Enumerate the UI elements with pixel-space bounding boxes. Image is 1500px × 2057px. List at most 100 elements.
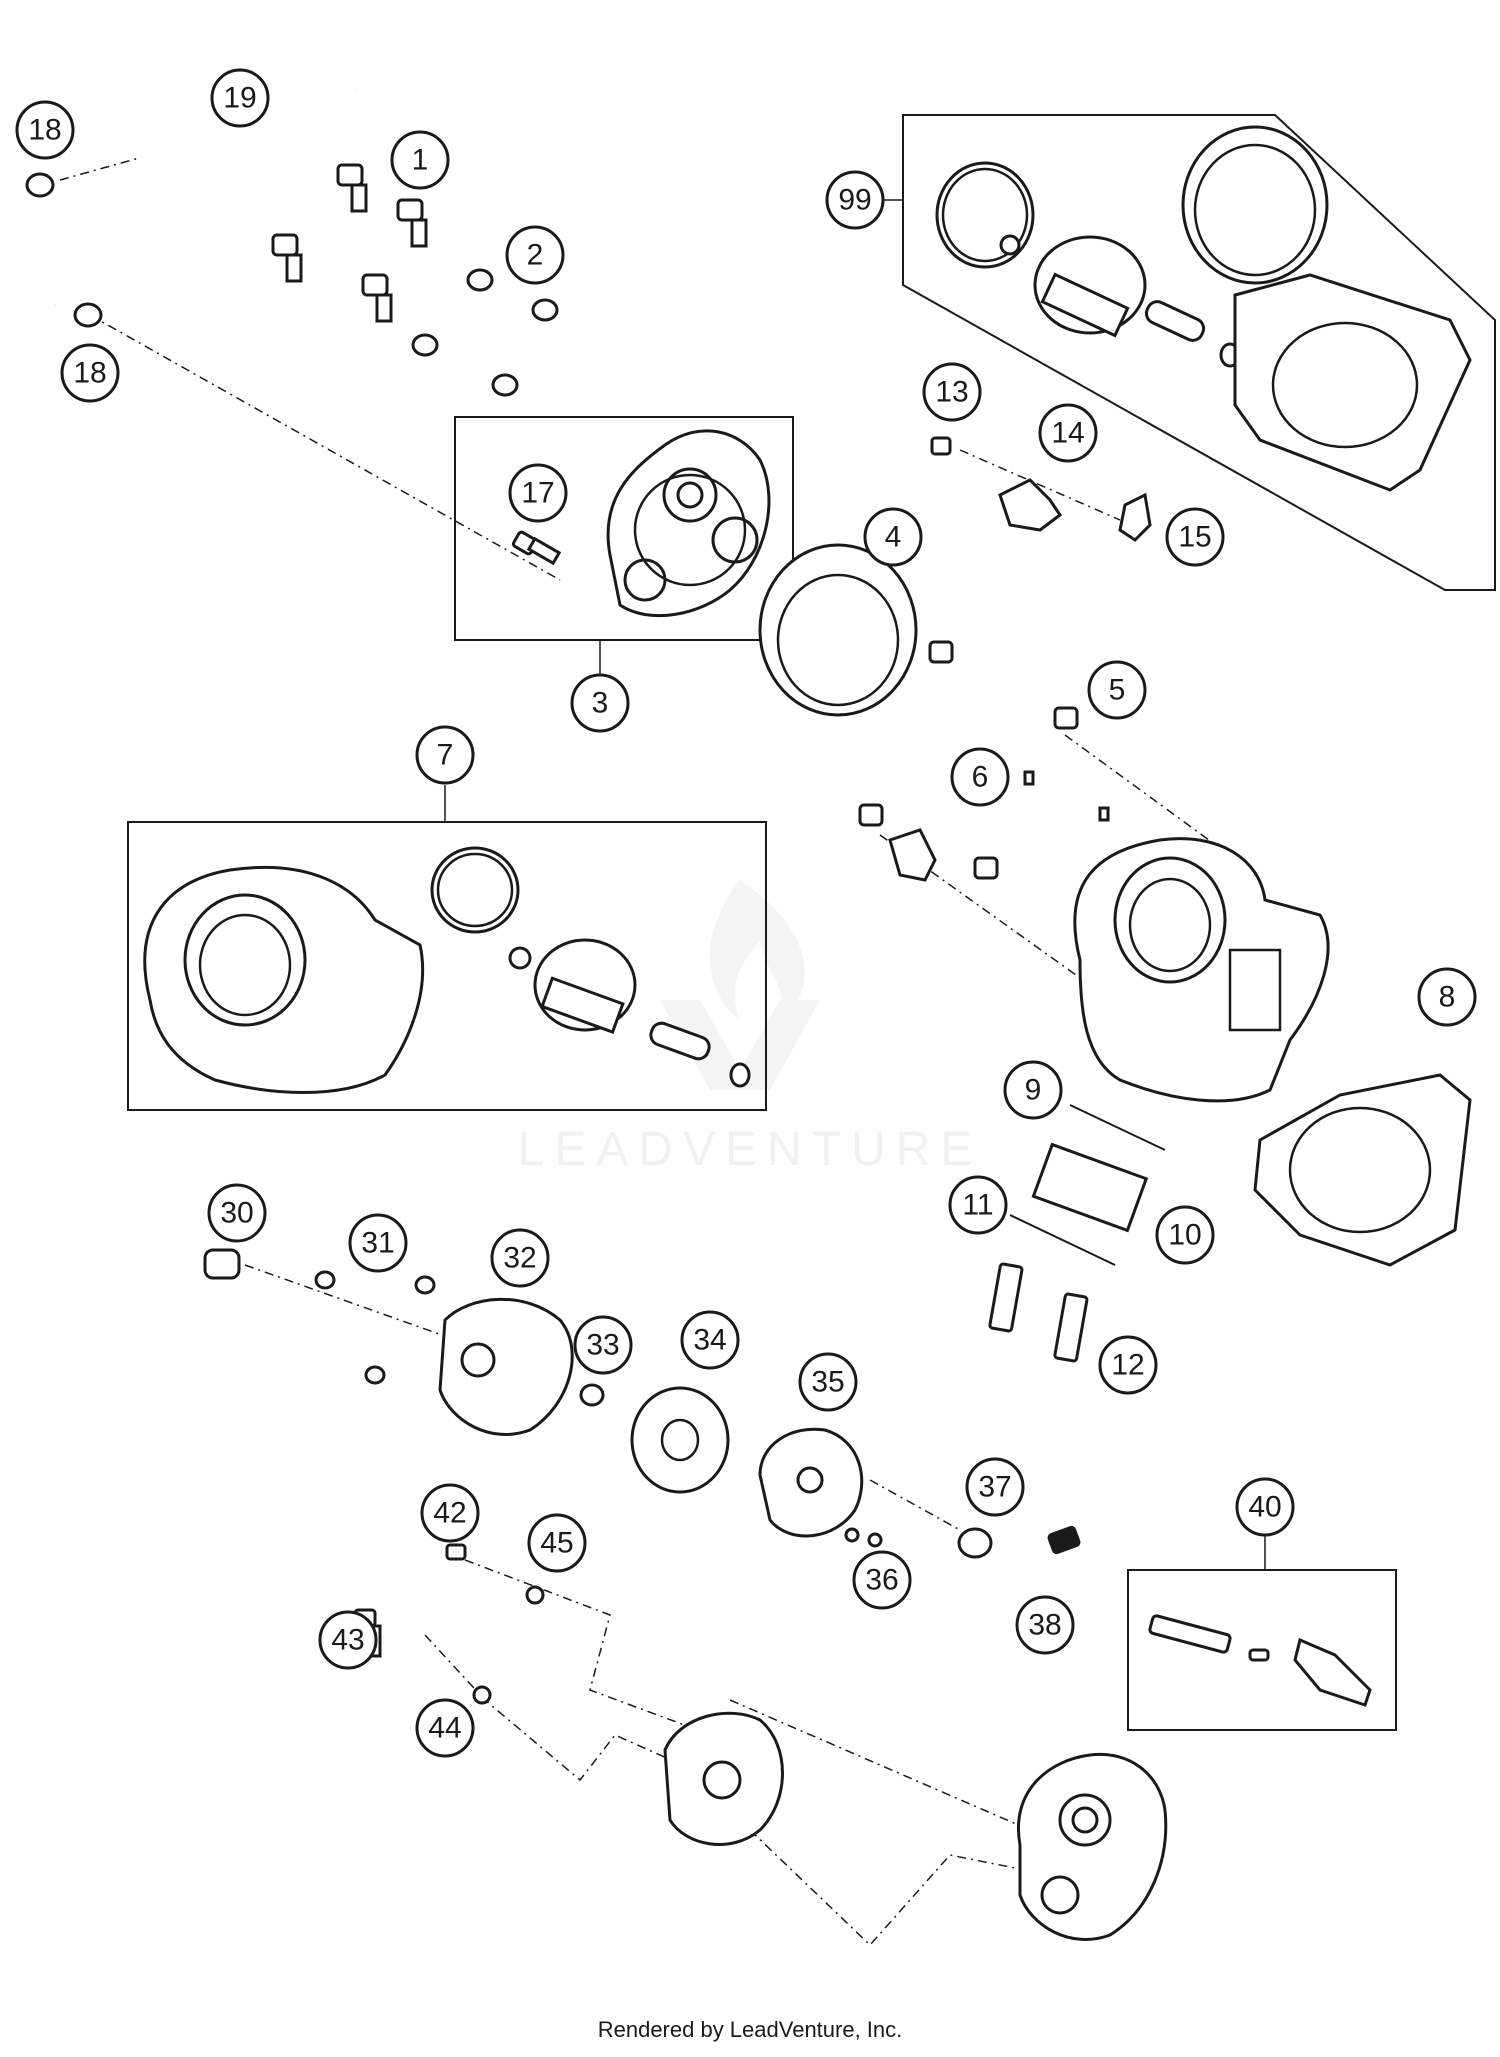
temp-sensor	[511, 530, 562, 566]
callout-31: 31	[348, 1213, 408, 1273]
svg-text:10: 10	[1168, 1219, 1201, 1252]
svg-text:36: 36	[865, 1564, 898, 1597]
callout-4: 4	[863, 507, 923, 567]
leader-cover-head-lower	[749, 1829, 1026, 1947]
callout-36: 36	[852, 1550, 912, 1610]
callout-12: 12	[1098, 1335, 1158, 1395]
cylinder-nuts	[858, 640, 1079, 882]
callout-30: 30	[207, 1183, 267, 1243]
svg-text:13: 13	[935, 376, 968, 409]
cylinder-kit-frame-7	[127, 821, 767, 1111]
dowel-pins	[1023, 770, 1110, 822]
hose-clamp-top	[25, 172, 55, 198]
callout-34: 34	[680, 1310, 740, 1370]
callout-14: 14	[1038, 403, 1098, 463]
callout-10: 10	[1155, 1205, 1215, 1265]
callout-45: 45	[527, 1513, 587, 1573]
leader-17-hose	[89, 314, 561, 581]
svg-text:4: 4	[885, 521, 902, 554]
valve-kit	[1148, 1614, 1372, 1707]
head-gasket	[758, 543, 918, 717]
watermark-text: LEADVENTURE	[518, 1123, 983, 1176]
svg-text:7: 7	[437, 739, 454, 772]
callout-3: 3	[570, 673, 630, 733]
callout-2: 2	[505, 225, 565, 285]
callout-99: 99	[825, 170, 885, 230]
svg-text:3: 3	[592, 687, 609, 720]
callout-33: 33	[573, 1315, 633, 1375]
head-washers	[411, 268, 559, 397]
callout-37: 37	[965, 1457, 1025, 1517]
callout-6: 6	[950, 747, 1010, 807]
svg-text:43: 43	[331, 1624, 364, 1657]
flame-logo-icon	[710, 880, 805, 1020]
callout-18-top: 18	[15, 100, 75, 160]
footer-credit: Rendered by LeadVenture, Inc.	[598, 2017, 903, 2042]
callout-18-bottom: 18	[60, 343, 120, 403]
svg-text:18: 18	[73, 357, 106, 390]
svg-text:37: 37	[978, 1471, 1011, 1504]
svg-text:11: 11	[962, 1189, 993, 1222]
svg-text:2: 2	[527, 239, 544, 272]
watermark: LEADVENTURE	[518, 880, 983, 1176]
callout-5: 5	[1087, 660, 1147, 720]
svg-text:9: 9	[1025, 1074, 1042, 1107]
callout-15: 15	[1165, 507, 1225, 567]
callout-11: 11	[948, 1175, 1008, 1235]
leader-18-top	[59, 154, 151, 181]
callout-8: 8	[1417, 967, 1477, 1027]
leader-43-44-cover	[424, 1634, 706, 1782]
cylinder-head-frame-3	[454, 416, 794, 641]
coolant-hose	[26, 88, 356, 306]
svg-text:99: 99	[838, 184, 871, 217]
callout-9: 9	[1003, 1060, 1063, 1120]
svg-text:8: 8	[1439, 981, 1456, 1014]
base-gasket	[1253, 1073, 1472, 1267]
svg-text:31: 31	[361, 1227, 394, 1260]
callout-13: 13	[922, 362, 982, 422]
cylinder-head	[606, 429, 771, 618]
head-bolts	[271, 163, 428, 323]
leader-30-cover	[244, 1264, 471, 1346]
svg-text:45: 45	[540, 1527, 573, 1560]
callout-42: 42	[420, 1483, 480, 1543]
coolant-hose-inner	[19, 82, 360, 310]
valve-kit-frame-40	[1127, 1569, 1397, 1731]
callout-7: 7	[415, 725, 475, 785]
exhaust-control-group	[203, 1248, 1081, 1559]
svg-text:12: 12	[1111, 1349, 1144, 1382]
lower-assembly	[353, 1543, 1168, 1941]
svg-text:38: 38	[1028, 1609, 1061, 1642]
callout-35: 35	[798, 1352, 858, 1412]
svg-text:34: 34	[693, 1324, 726, 1357]
needle-bearing-pins	[988, 1104, 1166, 1363]
leader-36-37	[869, 1479, 961, 1531]
svg-text:15: 15	[1178, 521, 1211, 554]
piston-kit-frame-99	[902, 114, 1496, 591]
leader-13-15	[959, 449, 1121, 521]
svg-text:35: 35	[811, 1366, 844, 1399]
v-logo-icon	[660, 1000, 820, 1090]
callout-32: 32	[490, 1228, 550, 1288]
cylinder	[1073, 837, 1330, 1103]
svg-text:32: 32	[503, 1242, 536, 1275]
leader-45-cover	[464, 1559, 726, 1741]
callout-38: 38	[1015, 1595, 1075, 1655]
svg-text:30: 30	[220, 1197, 253, 1230]
hose-clamp-bottom	[73, 302, 103, 328]
callout-17: 17	[508, 463, 568, 523]
svg-text:42: 42	[433, 1497, 466, 1530]
svg-text:17: 17	[521, 477, 554, 510]
clip-bolt-bracket	[930, 436, 1152, 542]
svg-text:18: 18	[28, 114, 61, 147]
callout-40: 40	[1235, 1477, 1295, 1537]
callout-43: 43	[318, 1610, 378, 1670]
svg-text:6: 6	[972, 761, 989, 794]
svg-text:44: 44	[428, 1712, 461, 1745]
svg-text:5: 5	[1109, 674, 1126, 707]
svg-text:19: 19	[223, 82, 256, 115]
svg-text:1: 1	[412, 144, 429, 177]
svg-text:40: 40	[1248, 1491, 1281, 1524]
piston-kit	[935, 125, 1472, 492]
